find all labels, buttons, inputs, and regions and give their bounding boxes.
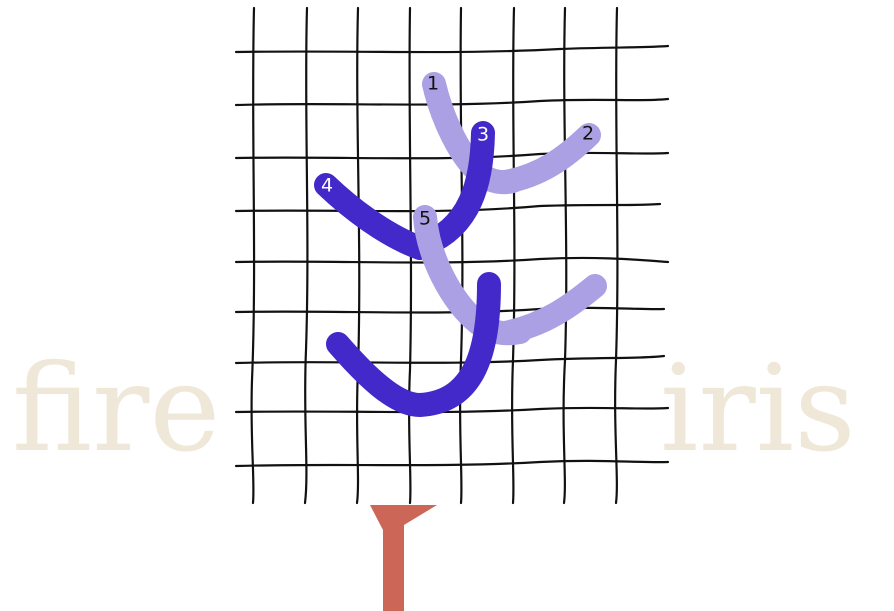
grid-line-vertical [615,8,617,503]
watermark-text-left: fire [12,340,220,479]
grid-line-horizontal [236,258,668,263]
step-label-2: 2 [582,123,594,145]
watermark: fire iris [12,340,856,611]
step-label-5: 5 [419,208,431,230]
stitch-stroke-4 [326,185,420,248]
grid-line-vertical [512,8,514,503]
grid-line-horizontal [236,461,668,466]
stitch-stroke-5 [425,217,520,333]
step-label-3: 3 [477,124,489,146]
grid-line-vertical [460,8,462,503]
step-label-1: 1 [427,73,439,95]
grid-line-horizontal [236,356,664,363]
watermark-pendant-icon [370,505,437,611]
grid-line-horizontal [236,46,668,52]
grid-line-vertical [305,8,307,503]
grid-line-horizontal [236,204,660,211]
grid-line-vertical [252,8,255,503]
watermark-text-right: iris [660,340,856,479]
stitch-stroke-2 [505,135,589,182]
grid [236,8,668,503]
step-label-4: 4 [321,175,333,197]
grid-line-vertical [564,8,567,503]
grid-line-vertical [357,8,359,503]
